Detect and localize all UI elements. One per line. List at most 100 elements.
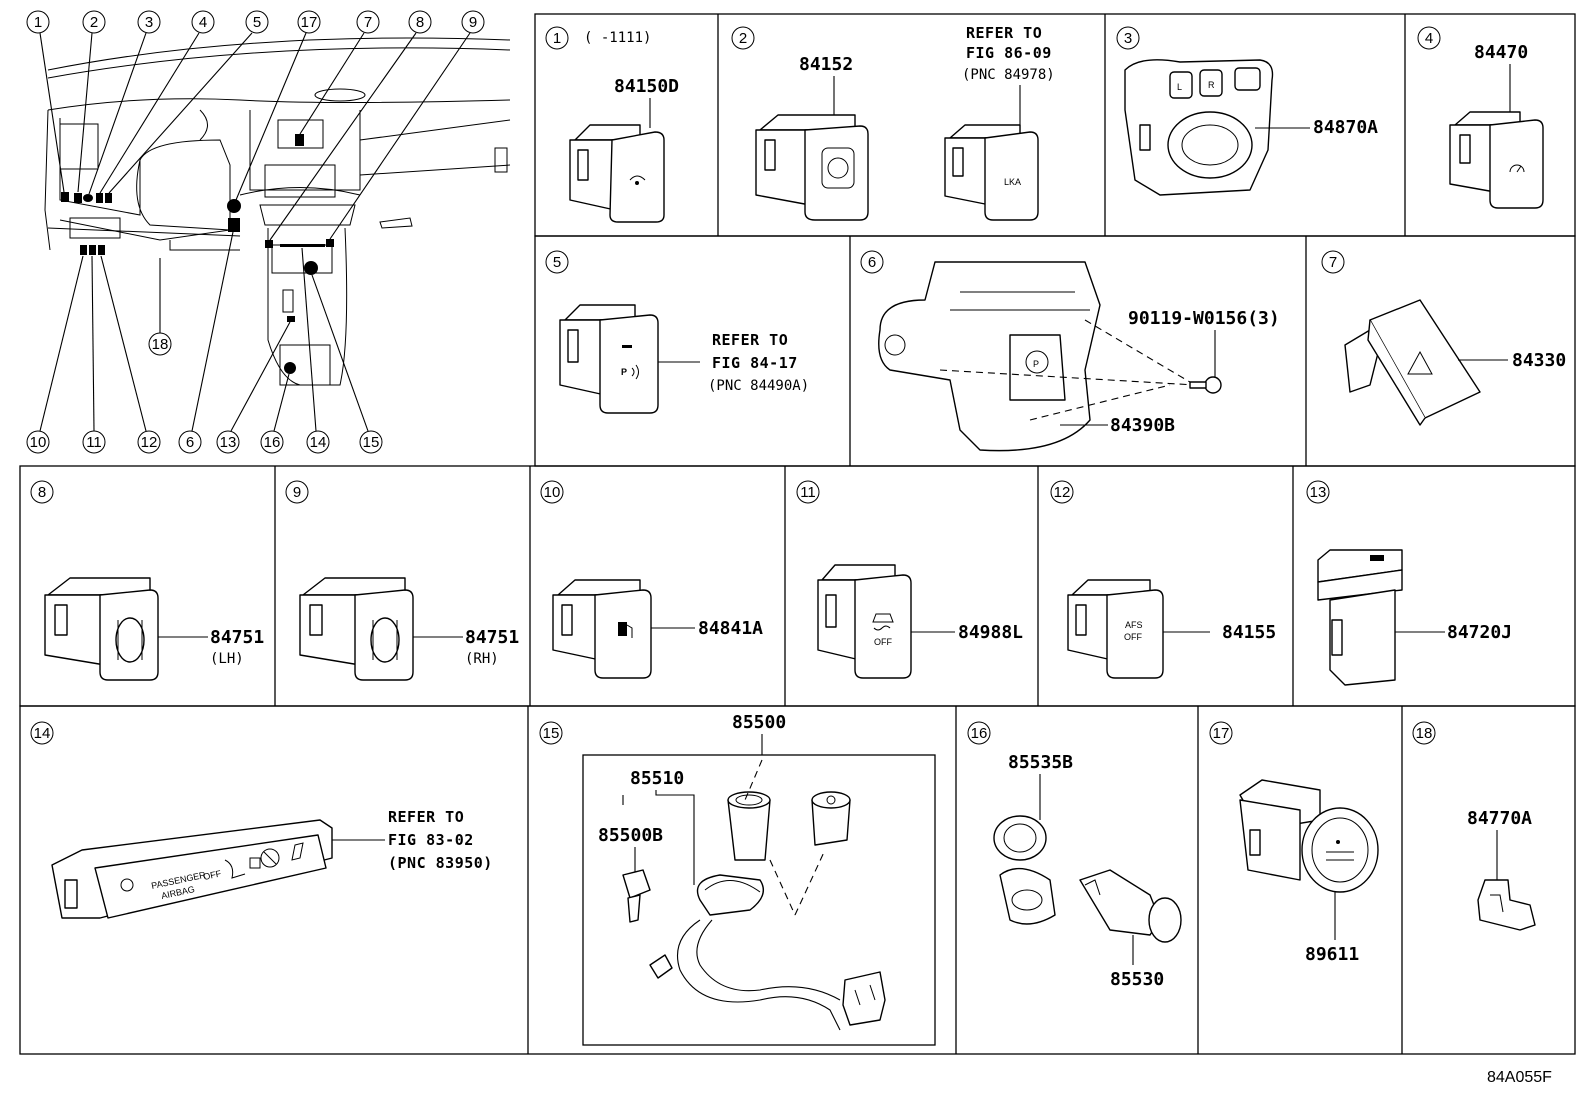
panel-14: 14 PASSENGER AIRBAG OFF REFER TO FIG 83-… <box>30 721 493 919</box>
serial-qualifier: ( -1111) <box>584 30 651 46</box>
part-number: 89611 <box>1305 944 1359 965</box>
switch-label: L <box>1177 82 1182 92</box>
lka-switch: LKA <box>944 124 1039 221</box>
part-number: 84751 <box>465 627 519 648</box>
panel-number: 7 <box>1329 254 1337 271</box>
callout-number: 7 <box>364 14 372 31</box>
panel-12: 12 AFS OFF 84155 <box>1050 480 1276 679</box>
callout-10: 10 <box>26 255 84 454</box>
part-number: 84152 <box>799 54 853 75</box>
callout-12: 12 <box>100 255 161 454</box>
hazard-triangle-icon <box>1344 299 1481 426</box>
switch-label: OFF <box>1124 632 1142 642</box>
panel-3: 3 L R 84870A <box>1116 26 1378 196</box>
marker-14 <box>280 244 325 247</box>
refer-note: FIG 86-09 <box>966 44 1052 62</box>
panel-8: 8 84751 (LH) <box>30 480 264 681</box>
callout-number: 8 <box>416 14 424 31</box>
panel-2: 2 84152 REFER TO FIG 86-09 (PNC 84978) L… <box>731 24 1055 221</box>
callout-number: 16 <box>264 434 281 451</box>
refer-note: REFER TO <box>966 24 1042 42</box>
mirror-switch-icon <box>755 114 869 221</box>
panel-number: 11 <box>800 484 816 501</box>
callout-number: 17 <box>301 14 318 31</box>
part-number: 84988L <box>958 622 1023 643</box>
part-number: 85500 <box>732 712 786 733</box>
mirror-control-switch: L R <box>1124 59 1274 196</box>
marker-12 <box>98 245 105 255</box>
callout-number: 13 <box>220 434 237 451</box>
callout-16: 16 <box>260 373 290 454</box>
callout-number: 9 <box>469 14 477 31</box>
panel-7: 7 84330 <box>1321 250 1566 426</box>
panel-15: 15 85500 85510 85500B <box>539 712 936 1046</box>
panel-number: 4 <box>1425 30 1433 47</box>
marker-1 <box>61 192 69 202</box>
wiper-switch-icon <box>569 124 665 223</box>
seat-heater-rh <box>299 577 414 681</box>
callout-number: 11 <box>86 434 102 451</box>
callout-number: 15 <box>363 434 380 451</box>
panel-number: 15 <box>543 725 560 742</box>
overview-callouts: 1 2 3 4 5 17 7 8 9 18 10 11 12 6 13 16 1… <box>26 10 485 454</box>
side-label: (RH) <box>465 651 499 667</box>
switch-label: LKA <box>1004 177 1021 187</box>
panel-number: 5 <box>553 254 561 271</box>
callout-number: 6 <box>186 434 194 451</box>
panel-number: 6 <box>868 254 876 271</box>
part-number: 90119-W0156(3) <box>1128 308 1280 329</box>
panel-6: 6 P 90119-W0156(3) 84390B <box>860 250 1280 452</box>
dashboard-overview <box>44 37 511 386</box>
refer-note: (PNC 84490A) <box>708 378 809 394</box>
callout-9: 9 <box>329 10 485 240</box>
marker-11 <box>89 245 96 255</box>
panel-number: 8 <box>38 484 46 501</box>
callout-18: 18 <box>148 258 172 356</box>
callout-number: 10 <box>30 434 47 451</box>
callout-number: 18 <box>152 336 169 353</box>
part-number: 85500B <box>598 825 663 846</box>
svg-text:P: P <box>621 367 627 377</box>
part-number: 84390B <box>1110 415 1175 436</box>
callout-1: 1 <box>26 10 65 193</box>
switch-label: R <box>1208 80 1215 90</box>
panel-grid <box>19 13 1576 1055</box>
marker-3 <box>83 194 93 202</box>
marker-13 <box>287 316 295 322</box>
part-number: 84150D <box>614 76 679 97</box>
marker-16 <box>284 362 296 374</box>
refer-note: REFER TO <box>712 331 788 349</box>
panel-number: 18 <box>1416 725 1433 742</box>
switch-label: OFF <box>874 637 892 647</box>
refer-note: (PNC 83950) <box>388 854 493 872</box>
marker-15 <box>304 261 318 275</box>
marker-6 <box>228 218 240 232</box>
parking-brake-icon: P <box>878 261 1101 452</box>
panel-number: 13 <box>1310 484 1327 501</box>
panel-1: 1 ( -1111) 84150D <box>545 26 679 223</box>
callout-14: 14 <box>301 247 330 454</box>
part-number: 85530 <box>1110 969 1164 990</box>
marker-10 <box>80 245 87 255</box>
afs-off-switch: AFS OFF <box>1067 579 1164 679</box>
part-number: 84470 <box>1474 42 1528 63</box>
screw-90119 <box>1189 376 1222 394</box>
cruise-icon <box>1449 111 1544 209</box>
panel-number: 9 <box>293 484 301 501</box>
refer-note: REFER TO <box>388 808 464 826</box>
callout-3: 3 <box>88 10 161 195</box>
outlet-cover <box>993 815 1056 925</box>
panel-16: 16 85535B 85530 <box>967 721 1182 990</box>
panel-number: 17 <box>1213 725 1230 742</box>
fuel-door-icon <box>552 579 652 679</box>
panel-17: 17 89611 <box>1209 721 1379 965</box>
side-label: (LH) <box>210 651 244 667</box>
panel-9: 9 84751 (RH) <box>285 480 519 681</box>
marker-8 <box>265 240 273 248</box>
svg-text:P: P <box>1033 359 1039 369</box>
refer-note: FIG 83-02 <box>388 831 474 849</box>
callout-4: 4 <box>99 10 215 194</box>
callout-number: 4 <box>199 14 207 31</box>
callout-number: 1 <box>34 14 42 31</box>
part-number: 84330 <box>1512 350 1566 371</box>
